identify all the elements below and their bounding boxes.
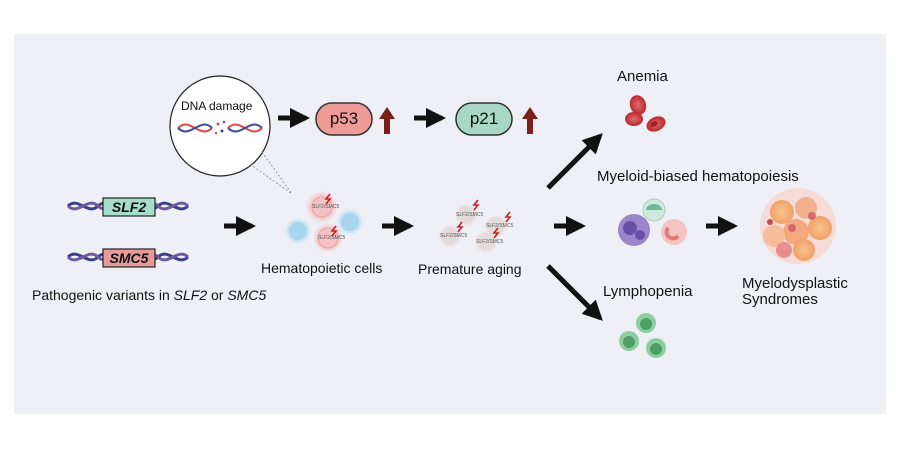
red-blood-cells (625, 95, 666, 132)
dna-damage-bubble (169, 75, 293, 195)
caption-or: or (207, 287, 228, 303)
myeloid-cells (618, 198, 687, 246)
mds-label-line2: Syndromes (742, 291, 818, 308)
lymphocytes (619, 313, 666, 358)
arrow-aging-to-lymphopenia (546, 264, 603, 321)
caption-gene-slf2: SLF2 (173, 287, 208, 303)
arrow-aging-to-anemia (546, 133, 603, 190)
cell-mark-5: SLF2/SMC5 (440, 233, 468, 239)
pathogenic-variants-caption: Pathogenic variants in SLF2 or SMC5 (32, 287, 266, 303)
p21-up-arrow (522, 107, 538, 134)
p53-up-arrow (379, 107, 395, 134)
anemia-label: Anemia (617, 68, 668, 85)
cell-mark-2: SLF2/SMC5 (318, 235, 346, 241)
p53-label: p53 (329, 109, 359, 128)
gene-smc5-label: SMC5 (109, 250, 149, 266)
myeloid-label: Myeloid-biased hematopoiesis (597, 168, 799, 185)
caption-prefix: Pathogenic variants in (32, 287, 174, 303)
gene-slf2-label: SLF2 (111, 199, 147, 215)
cell-mark-4: SLF2/SMC5 (486, 223, 514, 229)
aging-cells-cluster (438, 199, 512, 254)
p53-pill (315, 102, 373, 136)
hematopoietic-cells-label: Hematopoietic cells (261, 260, 383, 276)
mds-label-line1: Myelodysplastic (742, 275, 848, 292)
p21-label: p21 (469, 109, 499, 128)
hematopoietic-cells-cluster (284, 190, 364, 254)
lymphopenia-label: Lymphopenia (603, 283, 693, 300)
premature-aging-label: Premature aging (418, 261, 522, 277)
cell-mark-3: SLF2/SMC5 (456, 212, 484, 218)
mds-cluster (760, 188, 836, 264)
dna-damage-label: DNA damage (181, 99, 253, 113)
p21-pill (455, 102, 513, 136)
cell-mark-6: SLF2/SMC5 (476, 239, 504, 245)
gene-smc5-dna (66, 248, 190, 268)
caption-gene-smc5: SMC5 (227, 287, 267, 303)
gene-slf2-dna (66, 197, 190, 217)
cell-mark-1: SLF2/SMC5 (312, 204, 340, 210)
